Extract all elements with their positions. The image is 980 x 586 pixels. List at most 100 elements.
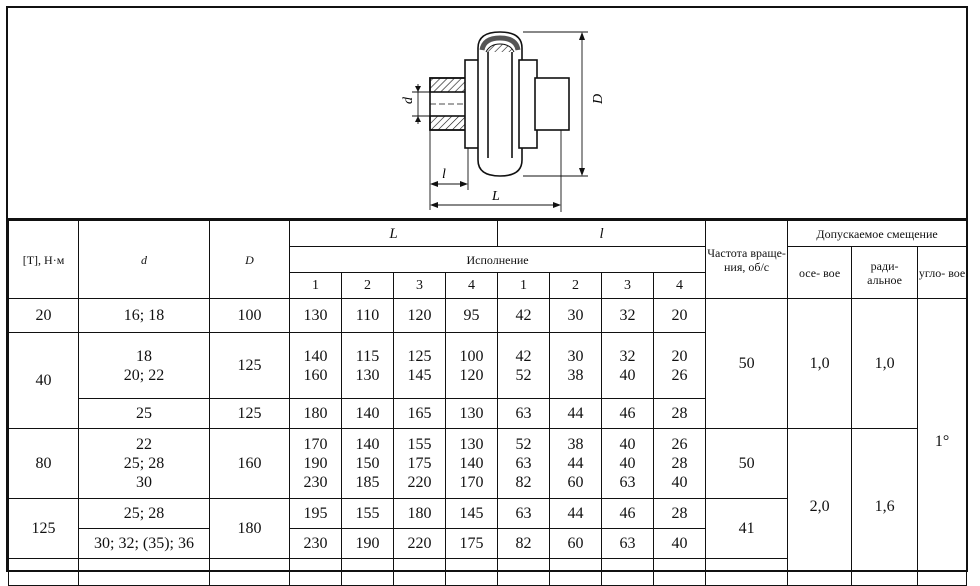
version-number-l-4: 4 [653,272,707,299]
d-cell: 16; 18 [78,298,210,333]
l-cell-3: 46 [601,498,655,529]
radial-cell: 1,0 [851,298,919,429]
d-cell: 25; 28 [78,498,210,529]
l-cell-4: 40 [653,528,707,559]
version-number-l-3: 3 [601,272,655,299]
coupling-drawing: d D l L [8,8,966,220]
header-offset: Допускаемое смещение [787,220,968,247]
angular-cell: 1° [917,298,968,586]
coupling-spec-table: [T], Н·м d D L l Частота враще- ния, об/… [8,220,968,586]
L-cell-4: 95 [444,298,499,333]
empty-cell [497,558,551,586]
D-cell: 160 [209,428,290,499]
empty-cell [444,558,499,586]
axial-cell: 2,0 [787,428,853,586]
l-cell-4: 28 [653,498,707,529]
coupling-drawing-svg: d D l L [401,31,606,212]
l-cell-3: 63 [601,528,655,559]
L-cell-3: 165 [393,398,446,429]
empty-cell [653,558,707,586]
empty-cell [8,558,79,586]
l-cell-3: 46 [601,398,655,429]
label-d: d [401,96,416,104]
L-cell-4: 175 [444,528,499,559]
torque-cell: 80 [8,428,79,499]
empty-cell [289,558,342,586]
torque-cell: 40 [8,332,79,429]
l-cell-2: 60 [549,528,603,559]
header-d: d [78,220,210,299]
right-hub [534,77,570,131]
label-D: D [591,94,606,105]
header-D: D [209,220,290,299]
header-angular: угло- вое [917,246,968,299]
header-L: L [288,220,499,247]
label-l: l [442,167,446,182]
D-cell: 100 [209,298,290,333]
d-cell: 25 [78,398,210,429]
version-number-L-2: 2 [341,272,394,299]
header-radial: ради- альное [851,246,919,299]
l-cell-2: 44 [549,398,603,429]
header-rotation: Частота враще- ния, об/с [705,220,789,299]
l-cell-1: 82 [497,528,551,559]
rotation-cell: 50 [705,298,789,429]
header-version: Исполнение [288,246,707,273]
label-L: L [491,189,500,204]
d-cell: 30; 32; (35); 36 [78,528,210,559]
torque-cell: 20 [8,298,79,333]
empty-cell [705,558,789,586]
empty-cell [209,558,290,586]
version-number-l-1: 1 [497,272,551,299]
empty-cell [393,558,446,586]
L-cell-2: 110 [341,298,394,333]
empty-cell [78,558,210,586]
l-cell-2: 44 [549,498,603,529]
torque-cell: 125 [8,498,79,559]
l-cell-1: 63 [497,498,551,529]
empty-cell [341,558,394,586]
l-cell-3: 32 [601,298,655,333]
L-cell-4: 130 [444,398,499,429]
L-cell-1: 130 [289,298,342,333]
D-cell: 125 [209,398,290,429]
l-cell-4: 28 [653,398,707,429]
l-cell-1: 63 [497,398,551,429]
version-number-L-4: 4 [444,272,499,299]
L-cell-2: 140 [341,398,394,429]
version-number-L-1: 1 [289,272,342,299]
empty-cell [549,558,603,586]
empty-cell [601,558,655,586]
header-torque: [T], Н·м [8,220,79,299]
L-cell-2: 155 [341,498,394,529]
L-cell-3: 120 [393,298,446,333]
L-cell-3: 180 [393,498,446,529]
rotation-cell: 41 [705,498,789,559]
L-cell-1: 195 [289,498,342,529]
l-cell-2: 30 [549,298,603,333]
axial-cell: 1,0 [787,298,853,429]
version-number-L-3: 3 [393,272,446,299]
